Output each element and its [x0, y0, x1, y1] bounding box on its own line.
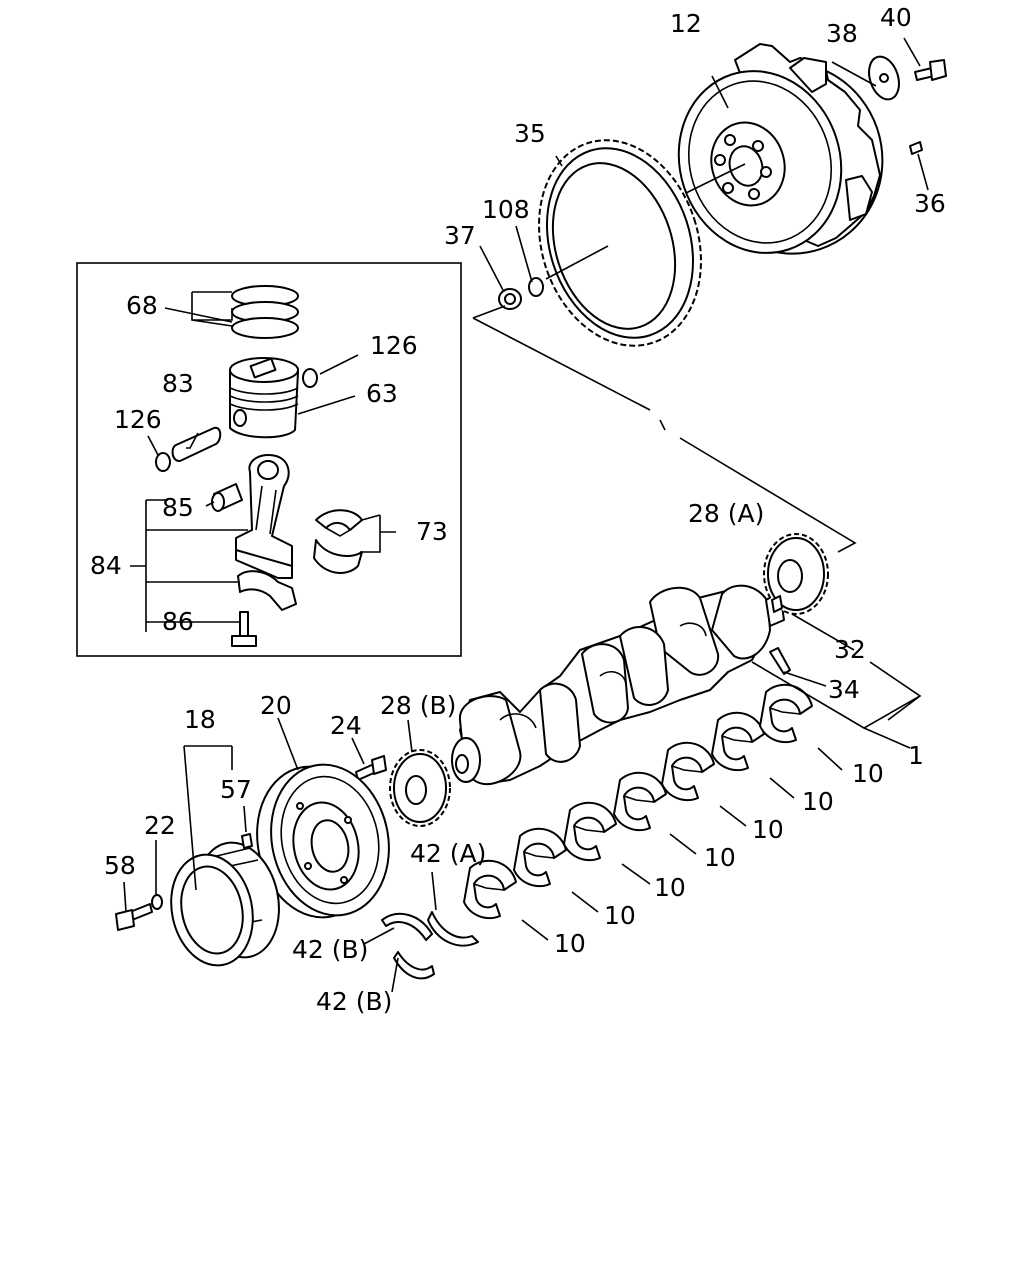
thrust-washer-lower-2 [393, 951, 435, 980]
rod-cap [237, 570, 297, 611]
callout-108: 108 [482, 195, 530, 224]
callout-34: 34 [828, 675, 860, 704]
callout-28b: 28 (B) [380, 691, 456, 720]
callout-84: 84 [90, 551, 122, 580]
crank-gear-rear [763, 533, 829, 615]
damper-pulley [256, 763, 390, 919]
callout-labels: 12 38 40 35 108 37 36 68 126 83 63 126 8… [90, 3, 946, 1016]
gear-key [771, 595, 783, 613]
callout-10-7: 10 [554, 929, 586, 958]
callout-10-2: 10 [802, 787, 834, 816]
rod-bearing-shells [313, 509, 363, 574]
pulley-pin [241, 833, 253, 849]
callout-58: 58 [104, 851, 136, 880]
callout-20: 20 [260, 691, 292, 720]
callout-22: 22 [144, 811, 176, 840]
callout-10-6: 10 [604, 901, 636, 930]
connecting-rod [235, 454, 293, 579]
callout-83: 83 [162, 369, 194, 398]
thrust-washer-upper [427, 911, 479, 947]
callout-37: 37 [444, 221, 476, 250]
callout-18: 18 [184, 705, 216, 734]
callout-1: 1 [908, 741, 924, 770]
callout-86: 86 [162, 607, 194, 636]
callout-10-4: 10 [704, 843, 736, 872]
callout-35: 35 [514, 119, 546, 148]
flywheel-bolt [914, 59, 947, 81]
ring-gear [538, 139, 702, 347]
piston-assembly-box [76, 262, 462, 657]
damper-bolt [355, 755, 387, 781]
crank-pin [769, 647, 791, 675]
pulley-washer [151, 894, 163, 910]
o-ring [528, 277, 544, 297]
callout-126-top: 126 [370, 331, 418, 360]
piston [229, 357, 299, 439]
callout-10-1: 10 [852, 759, 884, 788]
piston-pin [171, 426, 222, 462]
piston-rings [231, 285, 299, 339]
callout-38: 38 [826, 19, 858, 48]
rod-bolt [231, 611, 257, 647]
crank-gear-front [389, 749, 451, 827]
callout-28a: 28 (A) [688, 499, 764, 528]
pulley-bolt [115, 903, 153, 931]
callout-126-left: 126 [114, 405, 162, 434]
callout-73: 73 [416, 517, 448, 546]
callout-85: 85 [162, 493, 194, 522]
callout-57: 57 [220, 775, 252, 804]
callout-68: 68 [126, 291, 158, 320]
callout-10-3: 10 [752, 815, 784, 844]
callout-42b-lower: 42 (B) [316, 987, 392, 1016]
callout-24: 24 [330, 711, 362, 740]
callout-12: 12 [670, 9, 702, 38]
snap-ring [302, 368, 318, 388]
callout-32: 32 [834, 635, 866, 664]
flywheel [677, 43, 884, 255]
thrust-washer-lower-1 [381, 912, 433, 941]
flywheel-plate [868, 55, 900, 101]
crankshaft [451, 584, 785, 786]
callout-10-5: 10 [654, 873, 686, 902]
callout-42a: 42 (A) [410, 839, 486, 868]
callout-36: 36 [914, 189, 946, 218]
small-end-bushing [211, 483, 243, 512]
pilot-bearing [498, 288, 522, 310]
callout-63: 63 [366, 379, 398, 408]
callout-40: 40 [880, 3, 912, 32]
snap-ring-2 [155, 452, 171, 472]
dowel-pin [909, 141, 923, 155]
callout-42b-upper: 42 (B) [292, 935, 368, 964]
